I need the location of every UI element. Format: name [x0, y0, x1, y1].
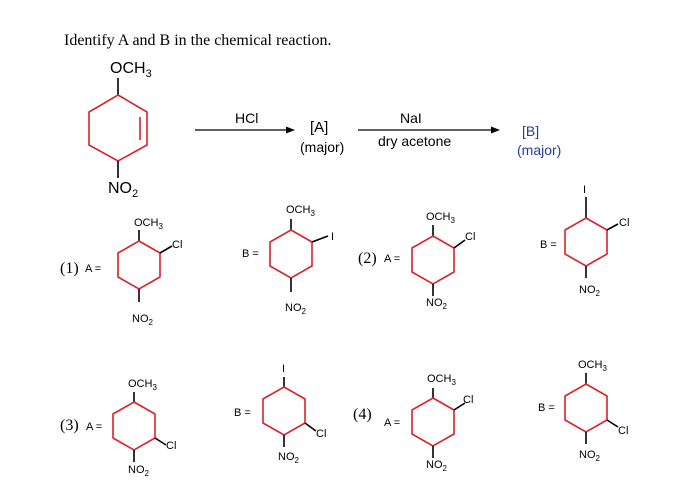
- reagent-nai: NaI: [400, 110, 422, 126]
- reactant-nitro-label: NO2: [108, 180, 138, 200]
- reactant-ring: [88, 94, 148, 162]
- option-1-number[interactable]: (1): [60, 260, 79, 277]
- nitro-label: NO2: [132, 313, 154, 327]
- option-3-a-ring: [112, 401, 156, 451]
- option-1-a-label: A =: [85, 263, 101, 275]
- iodo-label: I: [331, 231, 334, 243]
- chloro-label: Cl: [619, 217, 629, 229]
- option-4-number[interactable]: (4): [353, 406, 372, 423]
- nitro-label: NO2: [285, 302, 307, 316]
- option-3-a-structure: OCH3 Cl NO2: [112, 378, 176, 478]
- methoxy-label: OCH3: [426, 211, 455, 225]
- chloro-label: Cl: [465, 231, 475, 243]
- option-3-a-label: A =: [86, 421, 102, 433]
- reactant-methoxy-label: OCH3: [110, 60, 152, 80]
- iodo-label: I: [282, 363, 285, 375]
- intermediate-major: (major): [300, 139, 344, 155]
- nitro-label: NO2: [426, 459, 448, 473]
- chloro-label: Cl: [463, 394, 473, 406]
- option-1-b-ring: [269, 229, 313, 279]
- option-4-a-ring: [411, 397, 455, 447]
- methoxy-label: OCH3: [128, 378, 157, 392]
- reactant-structure: OCH3 NO2: [88, 60, 152, 200]
- arrow-1-head: [286, 126, 295, 134]
- intermediate-a: [A]: [310, 119, 328, 136]
- option-2-b-label: B =: [540, 239, 557, 251]
- option-1-a-ring: [117, 240, 161, 290]
- product-major: (major): [517, 142, 561, 158]
- nitro-label: NO2: [426, 297, 448, 311]
- methoxy-label: OCH3: [286, 204, 315, 218]
- option-4-b-label: B =: [538, 402, 555, 414]
- option-3-b-structure: I Cl NO2: [262, 363, 326, 465]
- arrow-2-head: [491, 126, 500, 134]
- iodo-label: I: [583, 184, 586, 196]
- option-4-b-ring: [564, 383, 608, 433]
- nitro-label: NO2: [278, 451, 300, 465]
- chloro-label: Cl: [166, 440, 176, 452]
- chloro-label: Cl: [316, 428, 326, 440]
- methoxy-label: OCH3: [578, 359, 607, 373]
- option-2-a-ring: [411, 235, 455, 285]
- option-2-number[interactable]: (2): [358, 250, 377, 267]
- chloro-label: Cl: [618, 425, 628, 437]
- option-3-b-ring: [262, 386, 306, 436]
- nitro-label: NO2: [579, 449, 601, 463]
- option-4-b-structure: OCH3 Cl NO2: [564, 359, 628, 463]
- nitro-label: NO2: [128, 464, 150, 478]
- methoxy-label: OCH3: [427, 373, 456, 387]
- option-2-b-structure: I Cl NO2: [564, 184, 629, 298]
- option-1-b-label: B =: [242, 248, 259, 260]
- option-3-b-label: B =: [234, 407, 251, 419]
- option-2-a-label: A =: [384, 253, 400, 265]
- reagent-dry-acetone: dry acetone: [378, 133, 451, 149]
- product-b: [B]: [522, 123, 539, 139]
- question-text: Identify A and B in the chemical reactio…: [64, 32, 332, 49]
- methoxy-label: OCH3: [134, 217, 163, 231]
- option-2-a-structure: OCH3 Cl NO2: [411, 211, 475, 311]
- option-4-a-label: A =: [384, 417, 400, 429]
- reagent-hcl: HCl: [235, 110, 258, 126]
- option-1-b-structure: OCH3 I NO2: [269, 204, 334, 316]
- option-1-a-structure: OCH3 Cl NO2: [117, 217, 182, 327]
- nitro-label: NO2: [579, 284, 601, 298]
- option-3-number[interactable]: (3): [60, 417, 79, 434]
- chloro-label: Cl: [172, 239, 182, 251]
- option-4-a-structure: OCH3 Cl NO2: [411, 373, 473, 473]
- option-2-b-ring: [564, 217, 608, 267]
